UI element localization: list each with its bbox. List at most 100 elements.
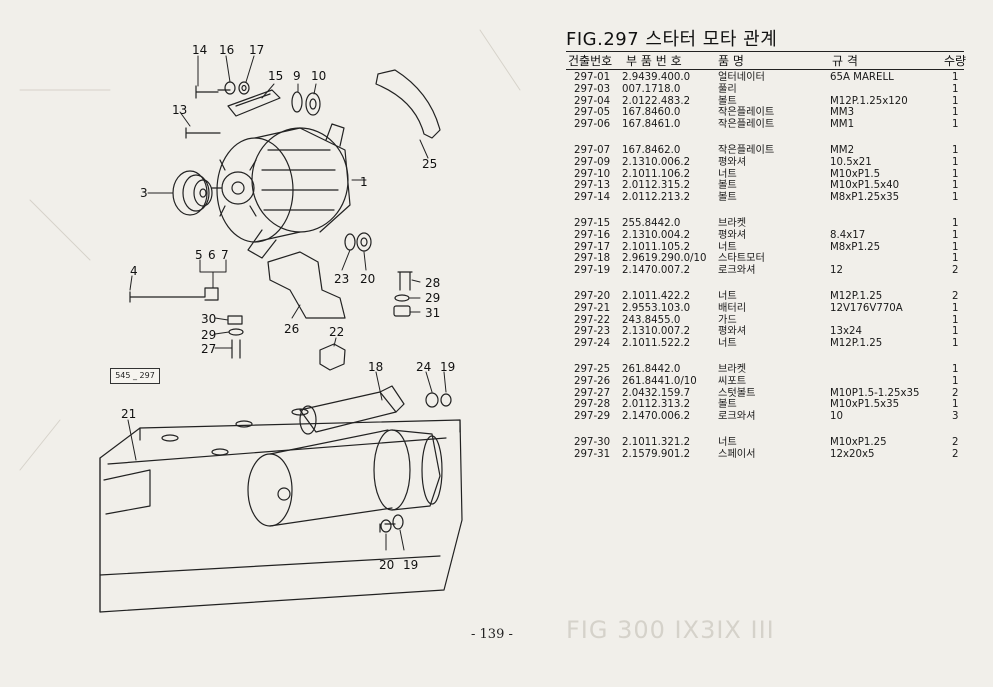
header-qty: 수량 — [944, 54, 967, 68]
part-name: 너트 — [718, 338, 737, 350]
part-name: 로크와셔 — [718, 411, 756, 423]
callout-6: 6 — [208, 248, 216, 262]
callout-22: 22 — [329, 325, 345, 339]
part-code: 297-27 — [574, 387, 611, 399]
part-name: 가드 — [718, 314, 737, 326]
callout-30: 30 — [201, 312, 217, 326]
part-qty: 1 — [952, 375, 959, 387]
part-code: 297-26 — [574, 375, 611, 387]
part-name: 로크와셔 — [718, 265, 756, 277]
part-name: 브라켓 — [718, 218, 747, 229]
part-code: 297-07 — [574, 145, 611, 156]
part-spec: M8xP1.25 — [830, 241, 881, 253]
part-code: 297-31 — [574, 448, 611, 460]
part-qty: 1 — [952, 253, 959, 265]
part-code: 297-04 — [574, 95, 611, 107]
part-code: 297-25 — [574, 364, 611, 375]
part-name: 너트 — [718, 241, 737, 253]
bracket-25-drawing — [375, 69, 441, 139]
bolt-14-drawing — [195, 85, 231, 99]
part-qty: 1 — [952, 107, 959, 119]
part-number: 167.8462.0 — [622, 145, 681, 156]
part-qty: 1 — [952, 241, 959, 253]
part-number: 255.8442.0 — [622, 218, 681, 229]
part-number: 2.9619.290.0/10 — [622, 253, 707, 265]
part-name: 볼트 — [718, 180, 737, 192]
part-qty: 1 — [952, 145, 959, 156]
part-number: 243.8455.0 — [622, 314, 681, 326]
part-number: 261.8441.0/10 — [622, 375, 697, 387]
part-code: 297-24 — [574, 338, 611, 350]
part-qty: 2 — [952, 291, 959, 302]
part-spec: M8xP1.25x35 — [830, 192, 900, 204]
pulley-drawing — [172, 170, 213, 216]
callout-7: 7 — [221, 248, 229, 262]
part-number: 2.1310.006.2 — [622, 156, 691, 168]
part-number: 2.1011.422.2 — [622, 291, 691, 302]
part-name: 너트 — [718, 437, 737, 448]
part-code: 297-03 — [574, 83, 611, 95]
part-name: 너트 — [718, 168, 737, 180]
part-spec: M10xP1.5x35 — [830, 399, 900, 411]
part-code: 297-19 — [574, 265, 611, 277]
part-spec: M10xP1.25 — [830, 437, 887, 448]
part-name: 작은플레이트 — [718, 119, 775, 131]
callout-20-lower: 20 — [379, 558, 395, 572]
part-name: 작은플레이트 — [718, 107, 775, 119]
part-qty: 1 — [952, 72, 959, 83]
callout-5: 5 — [195, 248, 203, 262]
part-qty: 2 — [952, 387, 959, 399]
callout-18: 18 — [368, 360, 384, 374]
part-spec: M10P1.5-1.25x35 — [830, 387, 920, 399]
washers-9-10-drawing — [291, 91, 321, 116]
part-qty: 1 — [952, 83, 959, 95]
part-qty: 1 — [952, 229, 959, 241]
part-spec: 12V176V770A — [830, 302, 903, 314]
part-qty: 1 — [952, 338, 959, 350]
part-spec: M12P.1.25 — [830, 291, 883, 302]
figure-reference-code: 545 _ 297 — [110, 368, 160, 384]
guard-22-drawing — [319, 343, 346, 371]
part-qty: 1 — [952, 95, 959, 107]
part-code: 297-30 — [574, 437, 611, 448]
part-code: 297-23 — [574, 326, 611, 338]
part-spec: 12x20x5 — [830, 448, 875, 460]
part-name: 볼트 — [718, 192, 737, 204]
starter-motor-drawing — [247, 385, 443, 533]
header-spec: 규 격 — [832, 54, 858, 68]
callout-27: 27 — [201, 342, 217, 356]
part-qty: 2 — [952, 448, 959, 460]
header-rule — [566, 69, 964, 70]
callout-24: 24 — [416, 360, 432, 374]
part-name: 배터리 — [718, 302, 747, 314]
stud-27-assembly-drawing — [227, 315, 244, 359]
callout-26: 26 — [284, 322, 300, 336]
part-code: 297-15 — [574, 218, 611, 229]
part-name: 풀리 — [718, 83, 737, 95]
part-code: 297-21 — [574, 302, 611, 314]
part-spec: 8.4x17 — [830, 229, 866, 241]
part-spec: M10xP1.5 — [830, 168, 881, 180]
washers-23-20-drawing — [344, 232, 372, 252]
callout-15: 15 — [268, 69, 284, 83]
part-name: 평와셔 — [718, 326, 747, 338]
callout-29-right: 29 — [425, 291, 441, 305]
part-qty: 2 — [952, 265, 959, 277]
part-number: 2.0112.213.2 — [622, 192, 691, 204]
part-qty: 1 — [952, 192, 959, 204]
callout-23: 23 — [334, 272, 350, 286]
part-name: 너트 — [718, 291, 737, 302]
bleed-through-text: FIG 300 IX3IX III — [566, 616, 775, 644]
